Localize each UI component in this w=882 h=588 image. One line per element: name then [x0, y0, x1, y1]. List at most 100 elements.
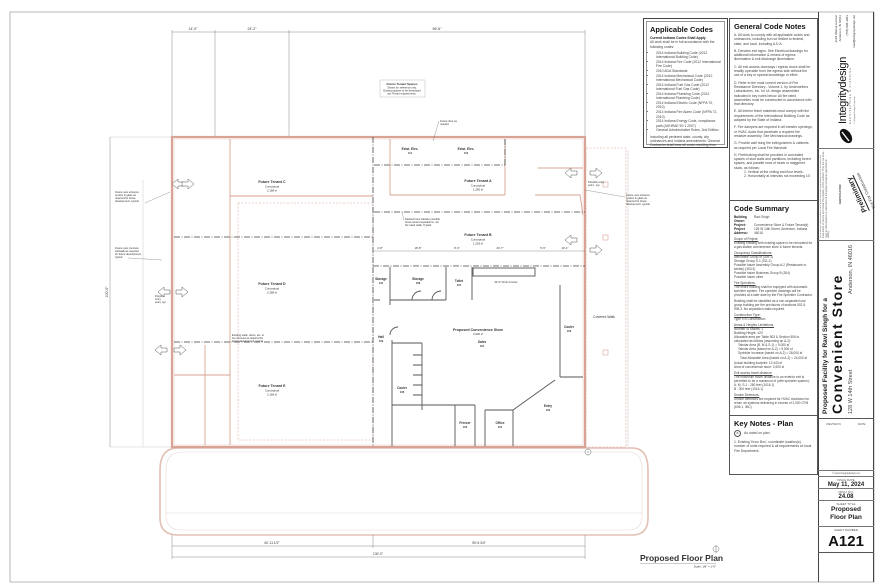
sidewalk-note-left: Future new concrete: [115, 246, 139, 250]
covered-walk: [585, 147, 627, 448]
code-item: 2014 Indiana Energy Code, compliance pat…: [656, 119, 721, 128]
tenant-e-label: Future Tenant E Conceptual 2,168 sf: [258, 384, 286, 397]
svg-text:2,288 sf: 2,288 sf: [267, 291, 277, 295]
general-note: G. Provide wall hung fire extinguishers …: [734, 141, 809, 150]
svg-text:fire rated walls, Typical: fire rated walls, Typical: [405, 223, 432, 227]
general-subnote: 1. Vertical at the ceiling and floor lev…: [744, 170, 804, 175]
room-cooler-106: Cooler: [397, 386, 408, 390]
svg-text:3,900 sf: 3,900 sf: [473, 332, 483, 336]
svg-text:Future Tenant E: Future Tenant E: [258, 384, 286, 388]
entry-arrows: [154, 167, 603, 356]
svg-text:Conceptual: Conceptual: [265, 287, 280, 291]
project-name: Convenient Store: [829, 274, 845, 414]
svg-text:required for future: required for future: [115, 196, 136, 200]
bottom-dimensions: [171, 535, 586, 559]
entry-arrow-icon: [564, 167, 578, 179]
dim-store-2: 18'-8": [414, 246, 421, 250]
entry-arrow-icon: [157, 286, 171, 298]
tenant-separation-lines: [174, 137, 585, 447]
convenience-store-walls: [374, 267, 583, 446]
store-label: Proposed Convenience Store 3,900 sf: [453, 328, 503, 336]
entry-arrow-icon: [175, 286, 189, 298]
firm-phone: (765) 808-3001: [845, 15, 849, 36]
column: [602, 234, 609, 241]
svg-text:106: 106: [400, 390, 405, 394]
svg-text:future development, typical: future development, typical: [232, 339, 263, 343]
covered-walk-label: Covered Walk: [593, 315, 615, 319]
existing-interior-walls: [174, 139, 584, 445]
revision-label: REVISION: [826, 422, 841, 426]
general-note: A. All work to comply with all applicabl…: [734, 33, 810, 46]
entrance-note-left: Future new entrance: [115, 190, 139, 194]
tenant-d-label: Future Tenant D Conceptual 2,288 sf: [258, 282, 286, 295]
possible-entry-note-right: Possible entry: [588, 180, 605, 184]
svg-text:be removed as required for: be removed as required for: [232, 336, 263, 340]
svg-text:105: 105: [463, 425, 468, 429]
room-toilet: Toilet: [455, 279, 464, 283]
entry-arrow-icon: [173, 344, 187, 356]
summary-section-exit: Exit access travel distance: The maximum…: [734, 371, 810, 391]
firm-address-2: Anderson, IN 46011: [838, 15, 843, 42]
summary-section-occupancy: Occupancy Classifications: Mercantile Gr…: [734, 251, 807, 279]
top-dimensions: [171, 30, 586, 136]
entry-arrow-icon: [181, 178, 195, 190]
code-summary-title: Code Summary: [734, 204, 790, 213]
svg-text:101: 101: [480, 344, 485, 348]
tenant-a-label: Future Tenant A Conceptual 1,266 sf: [464, 179, 492, 192]
dim-bottom-1: 60'-11 1/2": [265, 541, 280, 545]
svg-text:109: 109: [379, 339, 384, 343]
key-note-bubble: [584, 448, 592, 456]
code-item: 2014 Indiana Plumbing Code (2012 Interna…: [656, 92, 721, 101]
svg-text:104: 104: [498, 425, 503, 429]
applicable-codes-title: Applicable Codes: [650, 25, 713, 34]
room-elec-112: Exist. Elec.: [458, 147, 475, 151]
key-notes-panel: Key Notes - Plan a As noted on plan. 1. …: [729, 415, 818, 475]
svg-text:Existing spaces to be develope: Existing spaces to be developed: [383, 89, 421, 93]
general-note: E. All interior finish materials must co…: [734, 109, 810, 123]
plan-scale: Scale: 1/8" = 1'-0": [694, 565, 716, 569]
svg-text:per Tenant requirements.: per Tenant requirements.: [388, 92, 417, 96]
svg-text:future tenant separations, not: future tenant separations, not: [405, 220, 439, 224]
svg-text:point - typ.: point - typ.: [588, 183, 600, 187]
applicable-codes-list: 2014 Indiana Building Code (2012 Interna…: [656, 51, 721, 133]
applicable-codes-footer: Including all pertinent state, county, c…: [650, 134, 720, 148]
room-freezer: Freezer: [459, 421, 471, 425]
key-notes-title: Key Notes - Plan: [734, 419, 794, 428]
summary-section-construction: Construction Type:Type II B Construction: [734, 313, 766, 321]
svg-text:107: 107: [457, 283, 462, 287]
dim-store-1: 4'-8": [377, 246, 383, 250]
key-note-legend-bubble: a: [734, 430, 741, 437]
svg-text:Future Tenant A: Future Tenant A: [464, 179, 492, 183]
general-note: F. Fire dampers are required in all tran…: [734, 125, 813, 138]
dim-bottom-2: 59'-6 3/4": [472, 541, 485, 545]
dim-store-5: 5'-9": [540, 246, 546, 250]
firm-email[interactable]: mail@integritydesign.net: [851, 15, 856, 48]
svg-text:102: 102: [567, 329, 572, 333]
room-sales: Sales: [478, 340, 487, 344]
code-item: 2014 Indiana Electric Code (NFPA 70, 201…: [656, 101, 721, 110]
svg-text:2,168 sf: 2,168 sf: [267, 393, 277, 397]
key-note-legend: As noted on plan.: [744, 431, 771, 436]
sheet-number: A121: [828, 533, 864, 550]
svg-text:Shown for reference only.: Shown for reference only.: [387, 86, 417, 90]
svg-text:required for future: required for future: [626, 199, 647, 203]
summary-section-scope: Scope of Project:Existing building with …: [734, 237, 813, 249]
code-item: 2014 Indiana Fuel Gas Code (2012 Interna…: [656, 83, 721, 92]
dim-top-1: 14'-0": [189, 27, 199, 31]
copyright: © www.integritydesign.net: [818, 470, 874, 476]
svg-text:103: 103: [546, 408, 551, 412]
dim-top-3: 96'-6": [433, 27, 443, 31]
code-item: 2010 ADA Standards: [656, 69, 721, 73]
svg-text:Conceptual: Conceptual: [471, 238, 486, 242]
logo-caption: © Integrity Design Company: [853, 96, 856, 124]
dim-store-6: 10'-1": [561, 246, 568, 250]
svg-text:Proposed Convenience Store: Proposed Convenience Store: [453, 328, 503, 332]
svg-text:for future development,: for future development,: [115, 252, 142, 256]
code-summary-panel: Code Summary Building Owner:Ravi Singh P…: [729, 200, 818, 416]
project: Convenience Store & Future Tenant(s): [754, 223, 809, 227]
svg-text:Conceptual: Conceptual: [471, 184, 486, 188]
plan-title: Proposed Floor Plan: [640, 553, 723, 563]
applicable-codes-intro: All work shall be in full accordance wit…: [650, 40, 715, 49]
sheet-number-label: SHEET NUMBER: [834, 528, 858, 532]
